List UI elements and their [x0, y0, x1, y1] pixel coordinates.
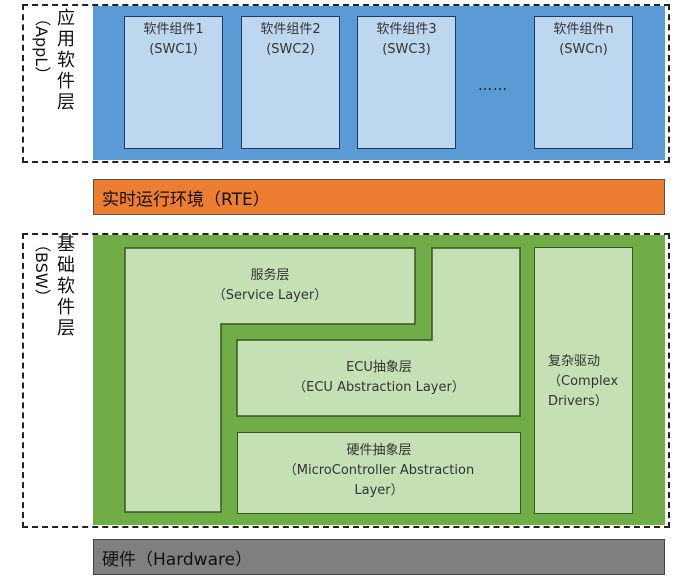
complex-drivers	[534, 247, 633, 514]
swc-n-name: 软件组件n	[553, 22, 614, 37]
swc-1-name: 软件组件1	[143, 22, 204, 37]
swc-3: 软件组件3 (SWC3)	[357, 16, 456, 149]
rte-bar: 实时运行环境（RTE）	[93, 179, 665, 215]
swc-1-abbr: (SWC1)	[149, 42, 198, 57]
swc-3-abbr: (SWC3)	[382, 42, 431, 57]
rte-label: 实时运行环境（RTE）	[102, 189, 270, 210]
swc-2-name: 软件组件2	[260, 22, 321, 37]
service-layer-text: 服务层 （Service Layer）	[124, 266, 416, 306]
complex-drivers-text: 复杂驱动 （Complex Drivers）	[534, 352, 633, 412]
service-layer-en: （Service Layer）	[212, 288, 328, 303]
mcal-layer	[237, 432, 521, 514]
mcal-layer-text: 硬件抽象层 （MicroController Abstraction Layer…	[237, 441, 521, 501]
service-layer-name: 服务层	[250, 268, 290, 283]
swc-2: 软件组件2 (SWC2)	[241, 16, 340, 149]
bsw-frame	[22, 233, 670, 528]
mcal-layer-en: （MicroController Abstraction	[283, 463, 475, 478]
app-layer-abbr: （AppL）	[32, 10, 51, 83]
ecu-layer-en: （ECU Abstraction Layer）	[293, 380, 465, 395]
bsw-abbr: （BSW）	[32, 236, 51, 305]
mcal-layer-en-2: Layer）	[354, 483, 404, 498]
swc-2-abbr: (SWC2)	[266, 42, 315, 57]
swc-1: 软件组件1 (SWC1)	[124, 16, 223, 149]
app-layer-label: 应 用 软 件 层	[57, 8, 75, 113]
ecu-layer-shape	[236, 247, 521, 417]
swc-n: 软件组件n (SWCn)	[534, 16, 633, 149]
swc-3-name: 软件组件3	[376, 22, 437, 37]
hardware-bar: 硬件（Hardware）	[93, 539, 665, 575]
complex-drivers-name: 复杂驱动	[548, 354, 601, 369]
complex-drivers-en-2: Drivers）	[548, 394, 608, 409]
ecu-layer-name: ECU抽象层	[346, 360, 412, 375]
complex-drivers-en: （Complex	[548, 374, 619, 389]
swc-ellipsis: ……	[478, 78, 508, 94]
service-layer-shape	[124, 247, 416, 513]
bsw-label: 基 础 软 件 层	[57, 234, 75, 339]
ecu-layer-text: ECU抽象层 （ECU Abstraction Layer）	[238, 358, 520, 398]
mcal-layer-name: 硬件抽象层	[346, 443, 412, 458]
swc-n-abbr: (SWCn)	[559, 42, 608, 57]
hardware-label: 硬件（Hardware）	[102, 549, 253, 570]
app-layer-frame	[22, 4, 670, 163]
